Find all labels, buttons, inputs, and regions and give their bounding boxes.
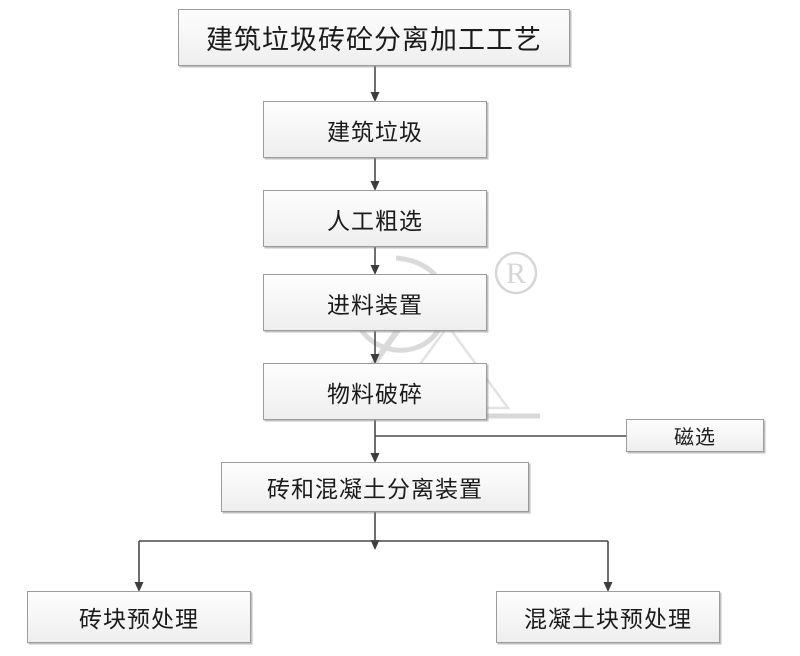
node-brick-concrete-separator: 砖和混凝土分离装置 [221,462,529,512]
node-material-crushing: 物料破碎 [263,363,487,420]
registered-mark-icon: R [506,257,526,290]
node-manual-sorting: 人工粗选 [263,190,487,247]
node-brick-pretreatment: 砖块预处理 [27,591,251,643]
node-feeding-device: 进料装置 [263,274,487,331]
node-title: 建筑垃圾砖砼分离加工工艺 [178,9,570,66]
node-construction-waste: 建筑垃圾 [263,101,487,158]
node-magnetic-separation: 磁选 [626,419,764,452]
node-concrete-pretreatment: 混凝土块预处理 [496,591,720,643]
